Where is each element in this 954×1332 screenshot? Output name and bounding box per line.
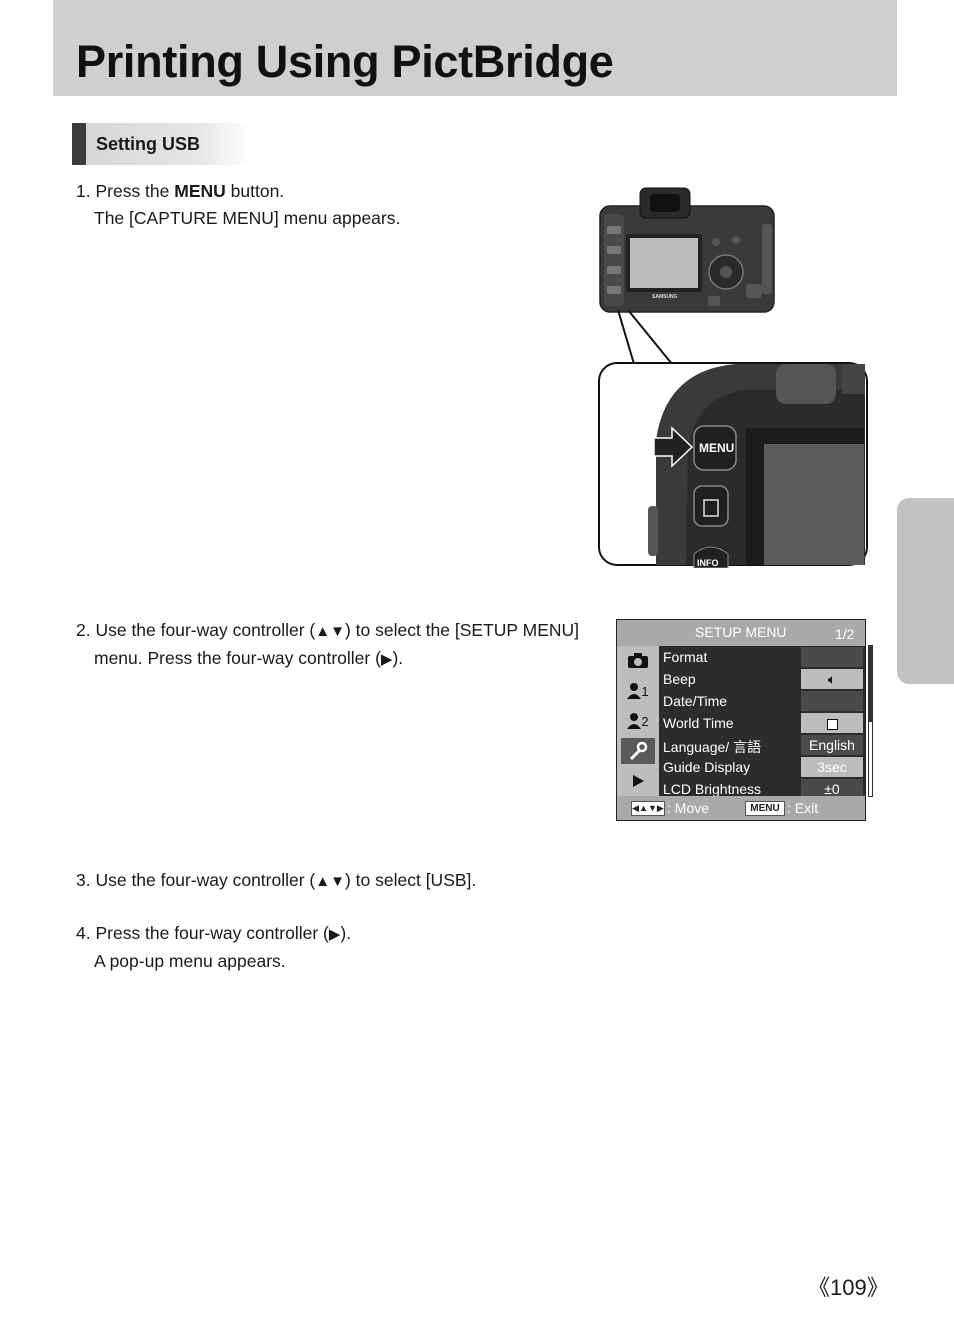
menu-keyword: MENU bbox=[174, 181, 226, 201]
user-icon[interactable]: 1 bbox=[621, 678, 655, 704]
checkbox-icon bbox=[826, 718, 838, 730]
camera-back-illustration: SAMSUNG bbox=[599, 187, 775, 313]
four-way-controller-icon: ◀▲▼▶ bbox=[631, 801, 665, 816]
menu-scrollbar[interactable] bbox=[868, 645, 873, 797]
menu-category-column: 1 2 bbox=[617, 646, 659, 796]
scrollbar-thumb[interactable] bbox=[869, 646, 872, 722]
menu-row-value: 3sec bbox=[801, 757, 863, 777]
step-1-line-2: The [CAPTURE MENU] menu appears. bbox=[94, 208, 401, 228]
up-down-arrows-icon: ▲▼ bbox=[315, 623, 345, 640]
menu-row-value bbox=[801, 647, 863, 667]
up-down-arrows-icon: ▲▼ bbox=[315, 873, 345, 890]
section-marker bbox=[72, 123, 86, 165]
right-arrow-icon: ▶ bbox=[328, 926, 341, 943]
setup-menu-rows: Format Beep 🔈︎ Date/Time World Time Lang… bbox=[659, 646, 865, 799]
step-4: 4. Press the four-way controller (▶). A … bbox=[76, 920, 351, 975]
step-3-line-1: 3. Use the four-way controller (▲▼) to s… bbox=[76, 870, 477, 890]
menu-row-lcd-brightness[interactable]: LCD Brightness ±0 bbox=[659, 778, 865, 800]
step-1-line-1: 1. Press the MENU button. bbox=[76, 181, 285, 201]
step-2-line-2: menu. Press the four-way controller (▶). bbox=[94, 648, 404, 668]
page-number: 《109》 bbox=[808, 1275, 889, 1300]
trash-icon bbox=[703, 499, 719, 517]
menu-row-value bbox=[801, 713, 863, 733]
menu-row-value bbox=[801, 691, 863, 711]
setup-menu-screen: SETUP MENU 1/2 1 2 Format Beep 🔈︎ Date/T… bbox=[616, 619, 866, 821]
step-4-line-2: A pop-up menu appears. bbox=[94, 951, 286, 971]
setup-menu-page: 1/2 bbox=[835, 626, 855, 642]
chapter-side-tab bbox=[897, 498, 954, 684]
section-heading: Setting USB bbox=[72, 123, 252, 165]
pointer-arrow-icon bbox=[653, 426, 694, 468]
right-arrow-icon: ▶ bbox=[380, 651, 393, 668]
camera-icon[interactable] bbox=[621, 648, 655, 674]
page-title: Printing Using PictBridge bbox=[76, 36, 614, 87]
play-icon[interactable] bbox=[621, 768, 655, 794]
setup-menu-footer: ◀▲▼▶ : Move MENU : Exit bbox=[617, 796, 865, 820]
title-band bbox=[53, 0, 897, 96]
menu-row-beep[interactable]: Beep 🔈︎ bbox=[659, 668, 865, 690]
setup-menu-title: SETUP MENU bbox=[695, 624, 787, 640]
menu-row-language[interactable]: Language/ 言語 English bbox=[659, 734, 865, 756]
step-3: 3. Use the four-way controller (▲▼) to s… bbox=[76, 867, 476, 895]
step-4-line-1: 4. Press the four-way controller (▶). bbox=[76, 923, 352, 943]
step-1: 1. Press the MENU button. The [CAPTURE M… bbox=[76, 178, 400, 232]
speaker-icon: 🔈︎ bbox=[827, 671, 837, 687]
user-icon[interactable]: 2 bbox=[621, 708, 655, 734]
step-2: 2. Use the four-way controller (▲▼) to s… bbox=[76, 617, 579, 673]
setup-menu-header: SETUP MENU 1/2 bbox=[617, 620, 865, 646]
move-hint: : Move bbox=[667, 800, 710, 816]
menu-row-world-time[interactable]: World Time bbox=[659, 712, 865, 734]
menu-key-icon: MENU bbox=[745, 801, 785, 816]
camera-brand-label: SAMSUNG bbox=[652, 294, 678, 300]
section-label: Setting USB bbox=[96, 134, 201, 154]
menu-row-value: ±0 bbox=[801, 779, 863, 799]
wrench-icon[interactable] bbox=[621, 738, 655, 764]
exit-hint: : Exit bbox=[787, 800, 819, 816]
menu-row-guide-display[interactable]: Guide Display 3sec bbox=[659, 756, 865, 778]
menu-button-closeup: MENU INFO bbox=[598, 310, 868, 568]
menu-row-value: 🔈︎ bbox=[801, 669, 863, 689]
step-2-line-1: 2. Use the four-way controller (▲▼) to s… bbox=[76, 620, 580, 640]
menu-button-label: MENU bbox=[699, 441, 734, 455]
menu-row-date-time[interactable]: Date/Time bbox=[659, 690, 865, 712]
menu-row-value: English bbox=[801, 735, 863, 755]
info-button-label: INFO bbox=[697, 558, 719, 568]
menu-row-format[interactable]: Format bbox=[659, 646, 865, 668]
